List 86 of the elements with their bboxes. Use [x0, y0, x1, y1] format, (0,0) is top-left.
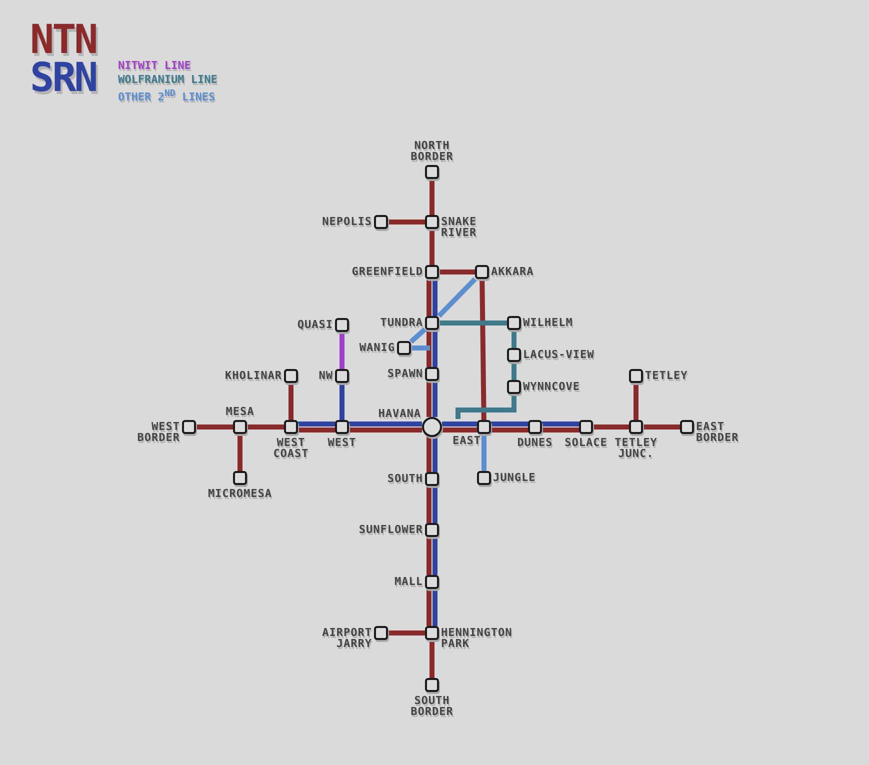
rail-line: [432, 537, 438, 575]
rail-line: [491, 428, 528, 432]
station-label: HENNINGTON PARK: [441, 627, 514, 649]
rail-line: [491, 422, 528, 426]
rail-line: [196, 424, 233, 430]
rail-line: [426, 279, 432, 316]
station-label: QUASI: [296, 319, 333, 330]
legend-entry: SRN: [30, 58, 96, 98]
station-label: TUNDRA: [379, 317, 423, 328]
station-label: EAST BORDER: [696, 421, 740, 443]
rail-line: [437, 277, 477, 318]
station-label: KHOLINAR: [224, 370, 282, 381]
station-label: WANIG: [358, 342, 395, 353]
station-label: AKKARA: [491, 266, 535, 277]
rail-line: [426, 589, 432, 626]
rail-line: [432, 330, 438, 367]
station-label: HAVANA: [377, 408, 421, 419]
rail-line: [439, 270, 475, 274]
rail-line: [482, 434, 486, 471]
rail-line: [426, 330, 432, 367]
rail-line: [238, 434, 242, 471]
station-label: SPAWN: [386, 368, 423, 379]
rail-line: [480, 278, 486, 420]
station-label: EAST: [452, 435, 481, 446]
station-label: WYNNCOVE: [523, 381, 581, 392]
station-label: SOUTH: [386, 473, 423, 484]
station-label: WEST: [326, 437, 358, 448]
rail-line: [340, 383, 344, 420]
rail-line: [426, 437, 432, 472]
station-label: NEPOLIS: [321, 216, 372, 227]
rail-line: [288, 383, 294, 420]
rail-line: [340, 332, 344, 369]
station-label: JUNGLE: [493, 472, 537, 483]
rail-line: [432, 589, 438, 626]
legend-entry: NTN: [30, 20, 96, 60]
rail-line: [298, 422, 335, 426]
station-label: WILHELM: [523, 317, 574, 328]
rail-line: [432, 381, 438, 417]
rail-line: [409, 327, 427, 344]
rail-line: [432, 437, 438, 472]
rail-line: [432, 279, 438, 316]
station-label: LACUS-VIEW: [523, 349, 596, 360]
station-label: SNAKE RIVER: [441, 216, 478, 238]
rail-line: [456, 394, 516, 419]
station-label: WEST BORDER: [136, 421, 180, 443]
rail-line: [643, 424, 680, 430]
rail-line: [430, 179, 434, 215]
station-label: TETLEY: [645, 370, 689, 381]
station-label: SOLACE: [564, 437, 608, 448]
rail-line: [430, 640, 434, 678]
rail-line: [542, 428, 579, 432]
station-label: WEST COAST: [272, 437, 310, 459]
station-label: TETLEY JUNC.: [614, 437, 658, 459]
rail-line: [442, 428, 477, 432]
rail-line: [634, 383, 638, 420]
station-label: MESA: [224, 406, 256, 417]
legend-entry: NITWIT LINE: [118, 60, 191, 71]
rail-line: [349, 422, 422, 426]
legend-entry: OTHER 2$^{ND}$ LINES: [118, 88, 216, 103]
rail-line: [298, 428, 335, 432]
station-label: NW: [318, 370, 333, 381]
rail-line: [512, 330, 516, 348]
rail-line: [388, 220, 425, 224]
legend-entry: WOLFRANIUM LINE: [118, 74, 218, 85]
rail-line: [439, 320, 507, 326]
rail-line: [442, 422, 477, 426]
rail-line: [426, 537, 432, 575]
rail-line: [388, 630, 425, 636]
rail-line: [593, 424, 629, 430]
rail-line: [426, 486, 432, 523]
station-label: MICROMESA: [206, 488, 274, 499]
station-label: AIRPORT JARRY: [321, 627, 372, 649]
station-label: GREENFIELD: [350, 266, 423, 277]
station-label: NORTH BORDER: [410, 140, 454, 162]
rail-line: [349, 428, 422, 432]
rail-line: [432, 486, 438, 523]
rail-line: [542, 422, 579, 426]
station-label: MALL: [394, 576, 423, 587]
rail-line: [247, 424, 284, 430]
rail-line: [426, 381, 432, 417]
rail-line: [411, 346, 430, 350]
station-label: SOUTH BORDER: [410, 695, 454, 717]
rail-line: [512, 362, 516, 380]
station-label: DUNES: [516, 437, 554, 448]
rail-line: [430, 229, 434, 265]
station-label: SUNFLOWER: [358, 524, 423, 535]
